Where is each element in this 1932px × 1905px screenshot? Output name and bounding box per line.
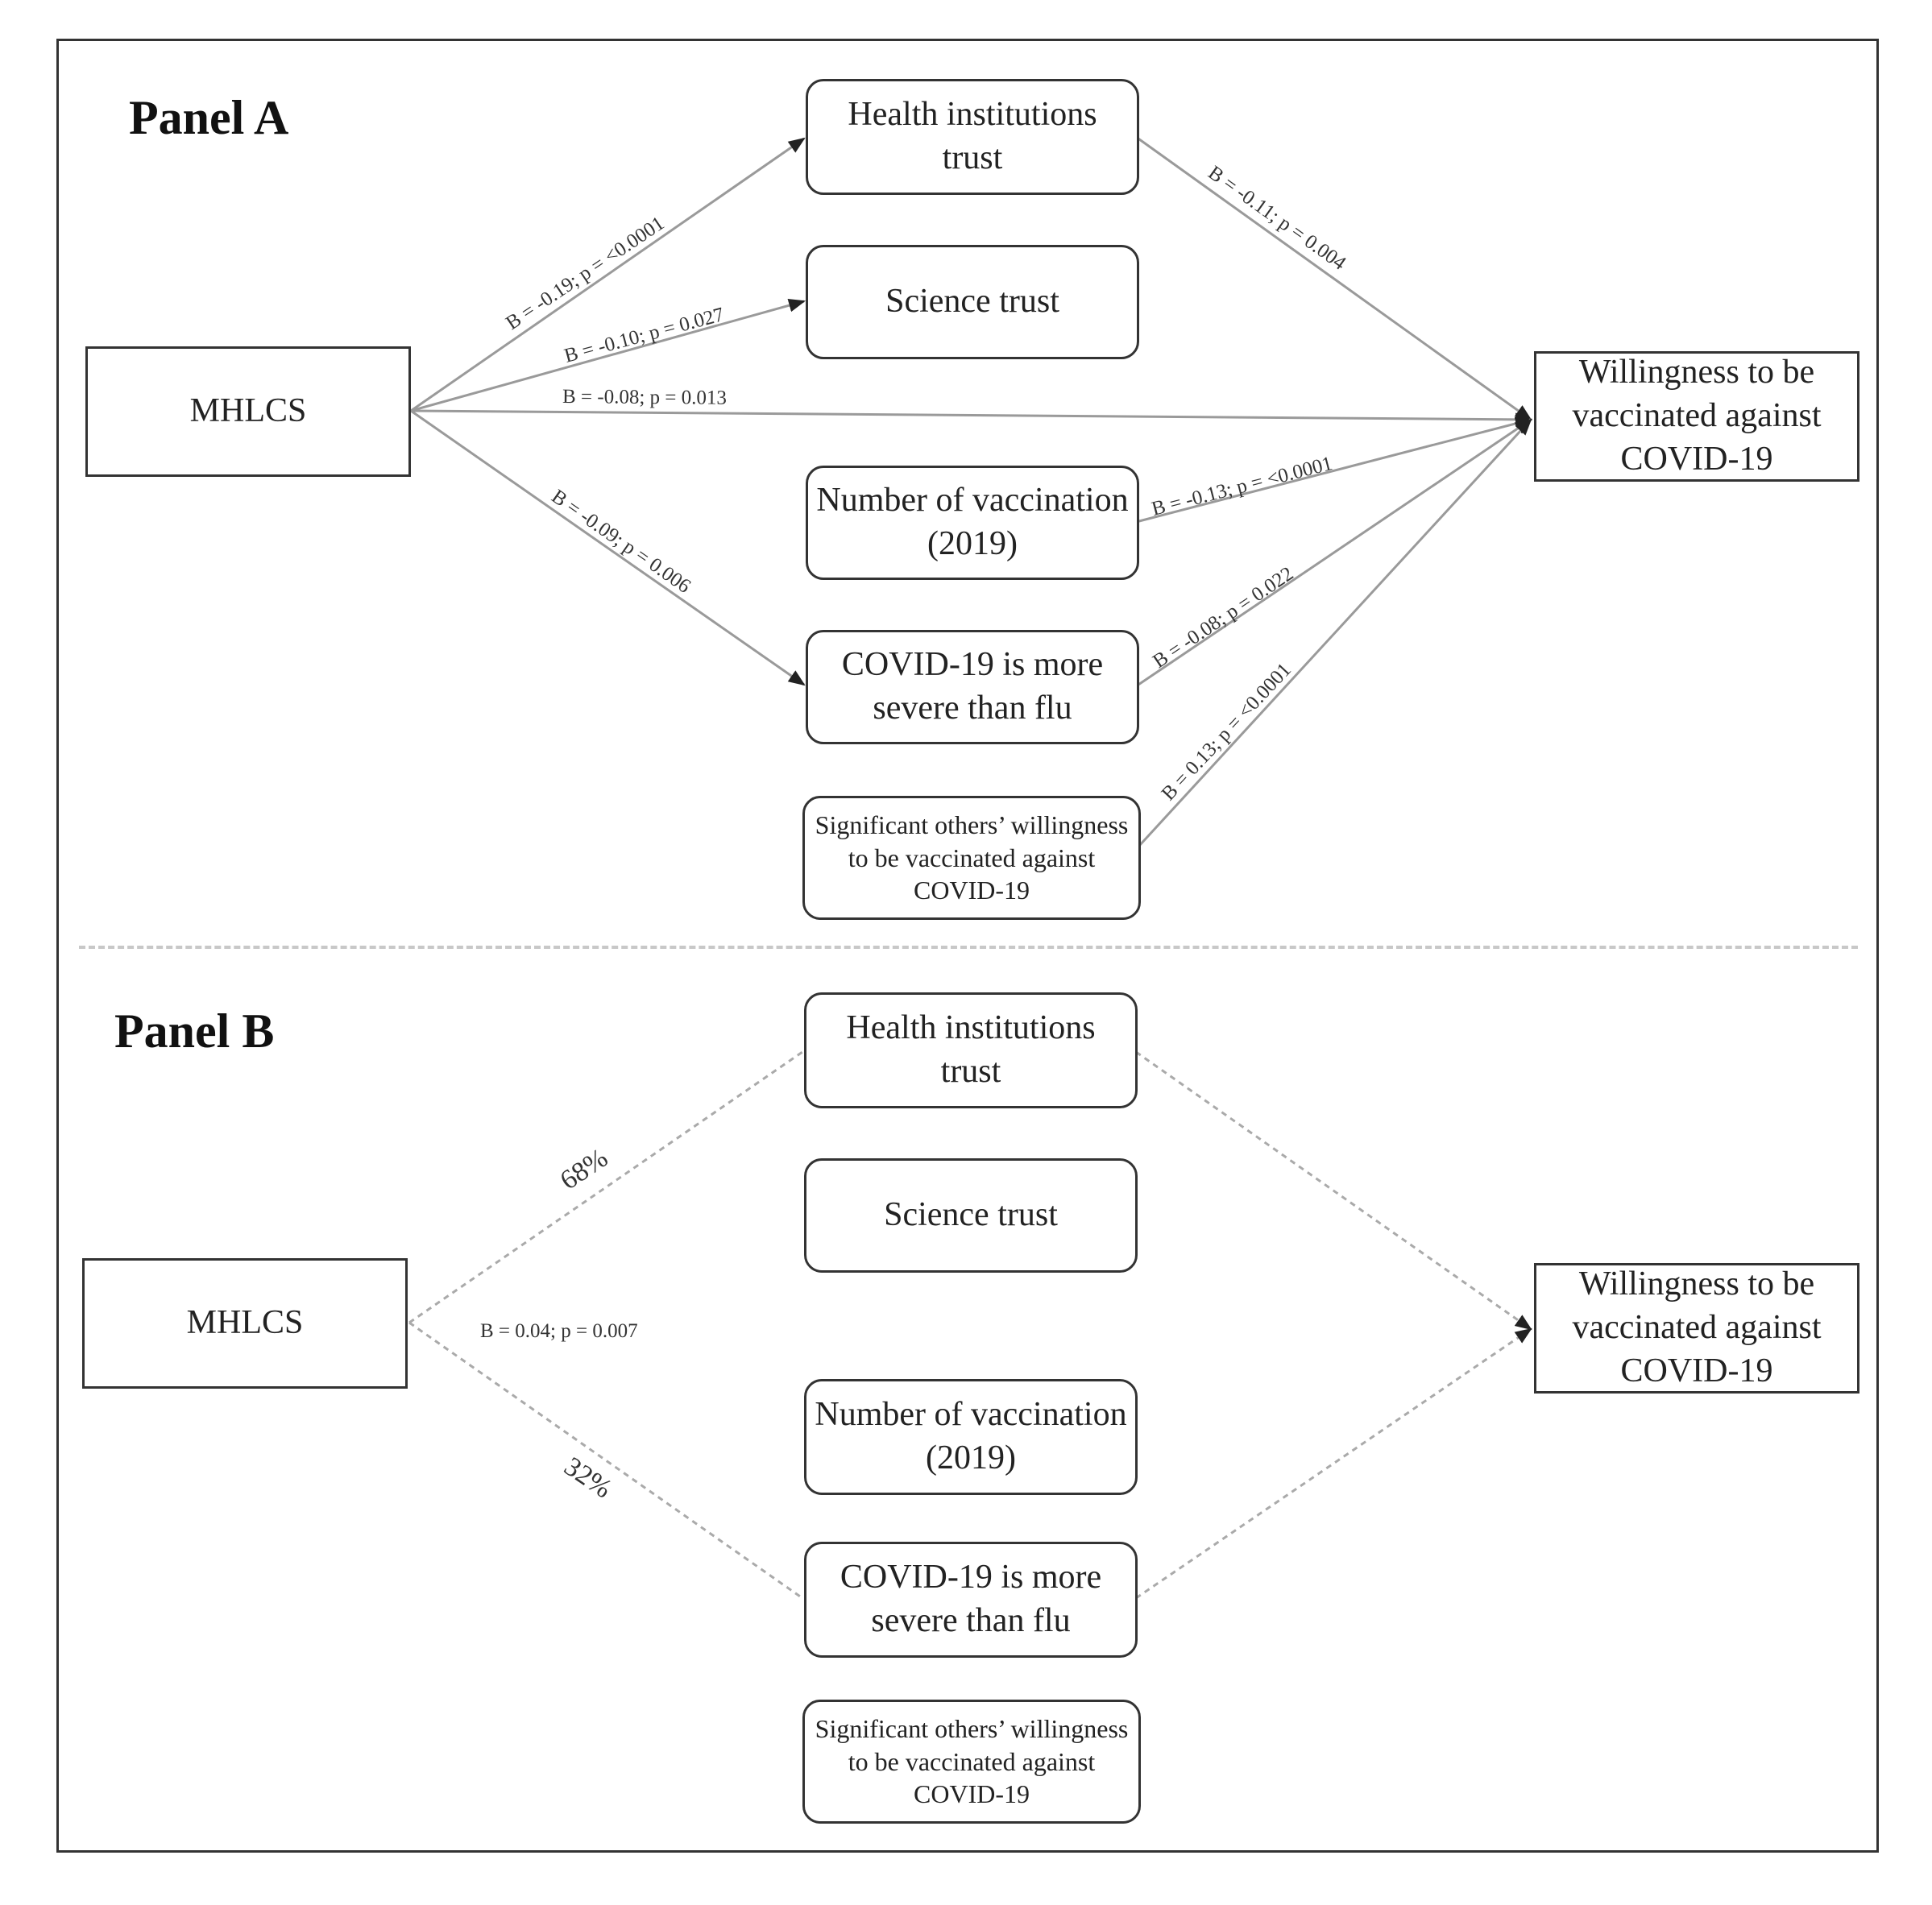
label-mhlcs-health: B = -0.19; p = <0.0001: [502, 213, 668, 334]
mhlcs-label: MHLCS: [189, 392, 307, 430]
b-health-trust-label: Health institutions trust: [846, 1009, 1096, 1090]
b-covid-severe-label: COVID-19 is more severe than flu: [840, 1559, 1102, 1639]
label-mhlcs-science: B = -0.10; p = 0.027: [562, 304, 727, 367]
mhlcs-box: MHLCS: [85, 346, 411, 477]
label-vaccination-willingness: B = -0.13; p = <0.0001: [1150, 453, 1335, 520]
label-covid-willingness: B = -0.08; p = 0.022: [1149, 563, 1297, 673]
willingness-box: Willingness to be vaccinated against COV…: [1534, 351, 1859, 482]
edge-b-covid-willingness: [1135, 1327, 1532, 1600]
science-trust-label: Science trust: [885, 283, 1059, 321]
significant-others-label: Significant others’ willingness to be va…: [815, 810, 1129, 905]
label-mhlcs-covid: B = -0.09; p = 0.006: [548, 486, 695, 598]
edge-health-willingness: [1135, 135, 1532, 421]
health-trust-label: Health institutions trust: [848, 96, 1097, 176]
b-mhlcs-box: MHLCS: [82, 1258, 408, 1389]
b-mhlcs-label: MHLCS: [186, 1304, 304, 1342]
num-vaccination-box: Number of vaccination (2019): [806, 466, 1139, 580]
science-trust-box: Science trust: [806, 245, 1139, 359]
panel-divider: [79, 946, 1858, 949]
panel-b-title: Panel B: [114, 1004, 275, 1058]
label-mhlcs-willingness: B = -0.08; p = 0.013: [562, 386, 727, 409]
b-health-trust-box: Health institutions trust: [804, 992, 1138, 1108]
b-willingness-box: Willingness to be vaccinated against COV…: [1534, 1263, 1859, 1394]
edge-b-mhlcs-health: [408, 1050, 803, 1324]
label-b-via-covid: 32%: [559, 1452, 617, 1505]
covid-severe-box: COVID-19 is more severe than flu: [806, 630, 1139, 744]
b-science-trust-label: Science trust: [884, 1196, 1058, 1234]
label-b-via-health: 68%: [555, 1143, 613, 1196]
b-significant-others-label: Significant others’ willingness to be va…: [815, 1713, 1129, 1809]
edge-mhlcs-covid: [410, 409, 806, 686]
figure-frame: [56, 39, 1879, 1853]
label-others-willingness: B = 0.13; p = <0.0001: [1158, 659, 1296, 805]
covid-severe-label: COVID-19 is more severe than flu: [841, 646, 1104, 727]
b-significant-others-box: Significant others’ willingness to be va…: [802, 1700, 1141, 1824]
label-b-total-effect: B = 0.04; p = 0.007: [480, 1320, 638, 1342]
b-science-trust-box: Science trust: [804, 1158, 1138, 1273]
b-num-vaccination-label: Number of vaccination (2019): [815, 1396, 1127, 1476]
label-health-willingness: B = -0.11; p = 0.004: [1204, 162, 1350, 275]
edge-b-health-willingness: [1135, 1050, 1532, 1331]
b-willingness-label: Willingness to be vaccinated against COV…: [1572, 1265, 1822, 1389]
edge-mhlcs-health: [410, 137, 806, 412]
health-trust-box: Health institutions trust: [806, 79, 1139, 195]
num-vaccination-label: Number of vaccination (2019): [816, 482, 1129, 562]
edge-others-willingness: [1138, 418, 1532, 847]
b-covid-severe-box: COVID-19 is more severe than flu: [804, 1542, 1138, 1658]
edge-mhlcs-willingness: [410, 409, 1533, 427]
edge-b-mhlcs-covid: [408, 1321, 803, 1600]
significant-others-box: Significant others’ willingness to be va…: [802, 796, 1141, 920]
panel-a-title: Panel A: [129, 91, 289, 144]
edge-covid-willingness: [1135, 418, 1532, 688]
edge-mhlcs-science: [410, 298, 806, 412]
edge-vaccination-willingness: [1135, 416, 1533, 524]
willingness-label: Willingness to be vaccinated against COV…: [1572, 354, 1822, 478]
b-num-vaccination-box: Number of vaccination (2019): [804, 1379, 1138, 1495]
